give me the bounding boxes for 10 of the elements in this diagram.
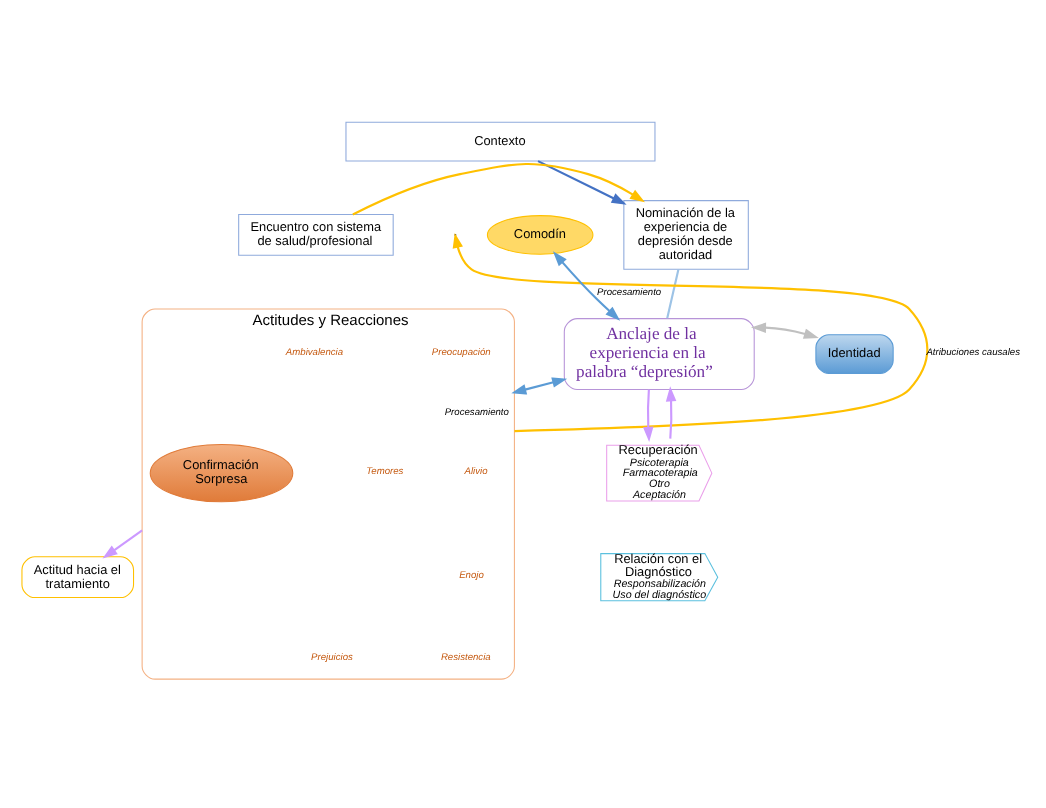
connector <box>666 268 680 318</box>
arrow <box>552 250 621 320</box>
arrow <box>102 528 143 558</box>
arrow <box>665 385 677 438</box>
arrow <box>352 162 645 215</box>
arrow <box>750 321 819 338</box>
node-box: Anclaje de la experiencia en la palabra “depresión” <box>563 317 755 389</box>
arrow <box>643 388 654 441</box>
arrow <box>511 376 568 394</box>
arrow <box>537 159 627 204</box>
